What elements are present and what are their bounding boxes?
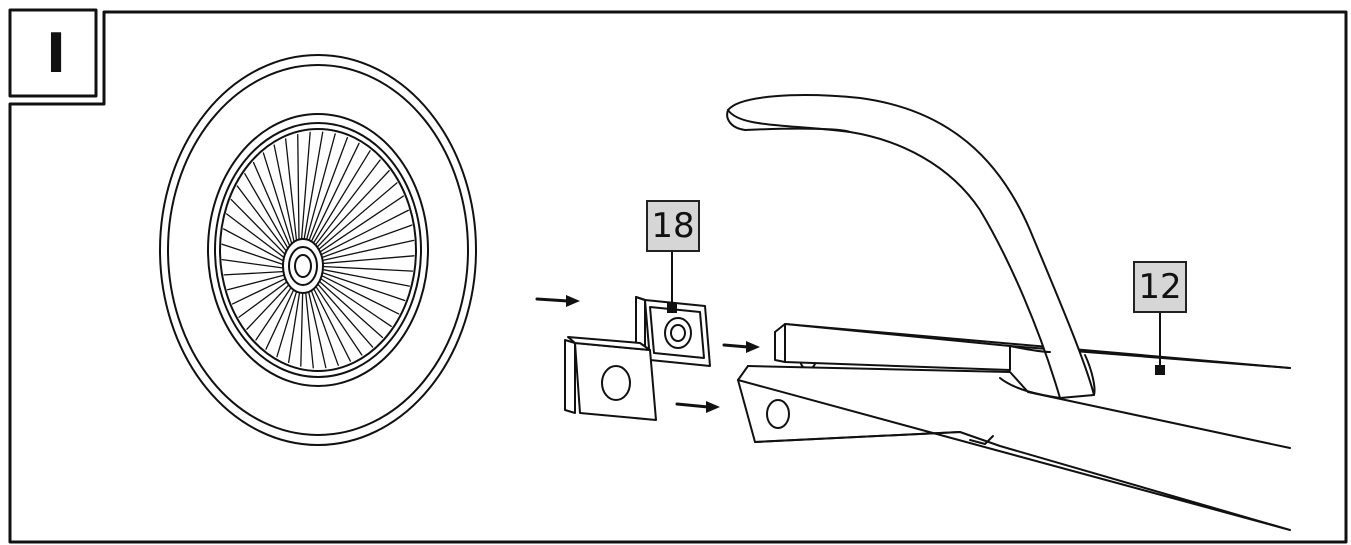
bracket-lower: [564, 336, 657, 421]
wheel-spoke: [308, 275, 363, 356]
wheel-spoke: [236, 185, 295, 262]
wheel: [159, 54, 477, 446]
wheel-spoke: [221, 258, 294, 271]
step-label: I: [45, 22, 67, 85]
wheel-spoke: [303, 137, 349, 254]
wheel-spoke: [310, 195, 405, 259]
wheel-spoke: [312, 265, 414, 272]
wheel-spoke: [297, 134, 300, 255]
diagram-frame: [8, 10, 1348, 544]
wheel-spoke: [312, 268, 406, 302]
callout-leaders: [667, 251, 1165, 375]
wheel-spoke: [311, 224, 413, 262]
wheel-spoke: [307, 159, 381, 256]
wheel-spoke: [309, 274, 374, 348]
wheel-spokes: [221, 131, 415, 369]
wheel-spoke: [311, 209, 410, 261]
wheel-spoke: [306, 150, 371, 255]
wheel-spoke: [225, 213, 294, 265]
wheel-spoke: [304, 277, 327, 369]
part-callout-18: 18: [646, 200, 700, 252]
wheel-spoke: [299, 131, 311, 255]
bracket-part-18: [635, 296, 711, 367]
wheel-spoke: [273, 144, 298, 257]
wheel-spoke: [285, 138, 299, 256]
wheel-spoke: [311, 271, 392, 327]
wheel-spoke: [301, 131, 324, 254]
part-callout-12: 12: [1133, 261, 1187, 313]
wheel-spoke: [222, 228, 294, 267]
wheel-spoke: [221, 243, 294, 269]
wheel-spoke: [262, 152, 297, 258]
wheel-spoke: [304, 142, 360, 255]
wheel-spoke: [312, 267, 411, 287]
wheel-spoke: [244, 173, 295, 261]
frame-part-12: [726, 94, 1291, 531]
wheel-spoke: [252, 161, 296, 259]
wheel-spoke: [310, 273, 384, 339]
wheel-spoke: [307, 276, 351, 362]
wheel-spoke: [311, 270, 400, 315]
wheel-spoke: [308, 170, 390, 257]
wheel-spoke: [309, 182, 398, 258]
wheel-spoke: [302, 133, 336, 254]
step-box: [8, 8, 98, 98]
wheel-spoke: [312, 255, 415, 265]
wheel-spoke: [223, 270, 295, 276]
wheel-spoke: [312, 239, 415, 264]
insert-arrows: [535, 295, 760, 413]
wheel-spoke: [306, 277, 339, 366]
wheel-spoke: [230, 198, 294, 264]
